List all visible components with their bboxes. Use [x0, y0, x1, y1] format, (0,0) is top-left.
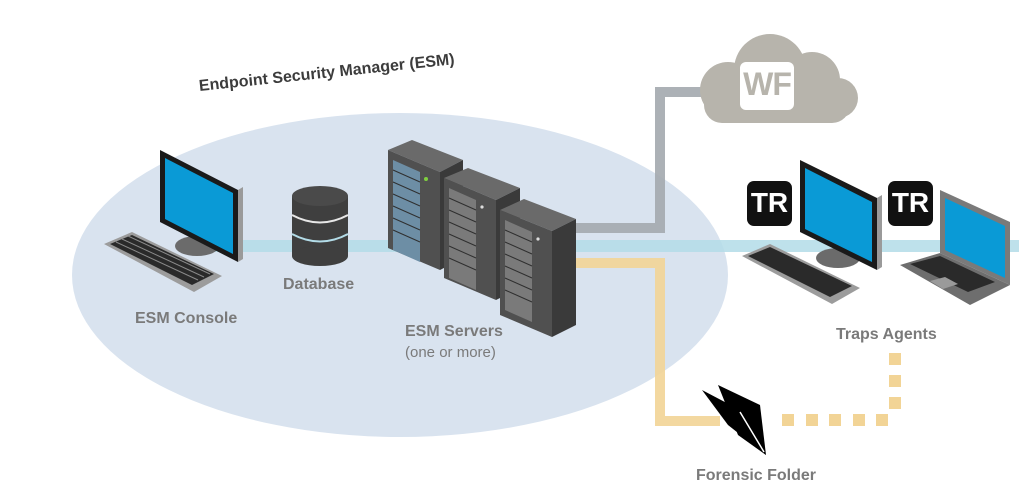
traps-laptop-icon [900, 190, 1010, 305]
esm-servers-sublabel: (one or more) [405, 344, 496, 361]
traps-badge-desktop-text: TR [750, 187, 789, 218]
esm-servers-icon [388, 140, 576, 337]
traps-badge-laptop-text: TR [891, 187, 930, 218]
traps-badge-laptop-bg [888, 181, 933, 226]
esm-servers-label: ESM Servers [405, 323, 503, 340]
connection-esm-to-wildfire [570, 87, 712, 233]
traps-badge-desktop-bg [747, 181, 792, 226]
forensic-folder-label: Forensic Folder [696, 467, 817, 484]
esm-console-icon [104, 150, 243, 292]
traps-desktop-icon [742, 160, 882, 304]
database-icon [291, 186, 349, 266]
database-label: Database [283, 276, 355, 293]
connection-esm-to-forensic [570, 258, 720, 426]
wildfire-badge-text: WF [743, 66, 792, 102]
forensic-folder-icon [702, 385, 766, 455]
esm-console-label: ESM Console [135, 310, 238, 327]
wildfire-badge [740, 62, 794, 110]
connection-agents-to-forensic [782, 353, 901, 426]
traps-agents-label: Traps Agents [836, 326, 937, 343]
